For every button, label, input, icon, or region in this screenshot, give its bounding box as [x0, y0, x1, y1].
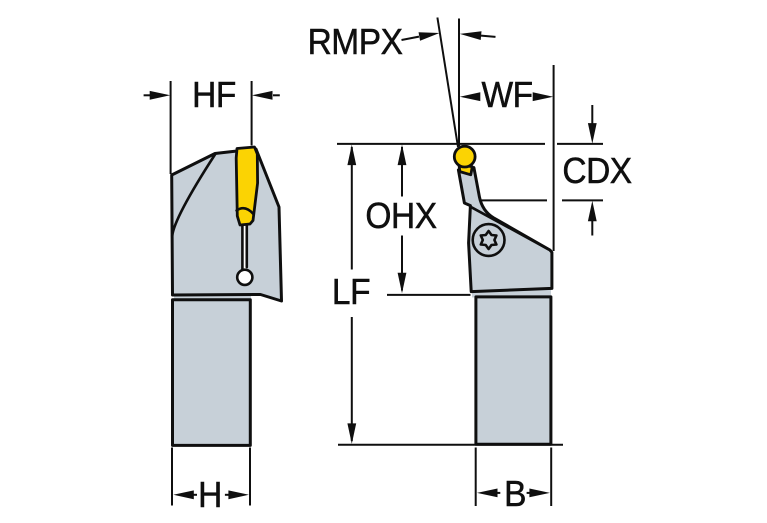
ohx-arrow-up	[397, 144, 407, 166]
side-view-insert	[452, 144, 477, 169]
hf-arrow-right	[252, 90, 273, 100]
cdx-arrow-down	[587, 123, 597, 144]
h-arrow-left	[173, 490, 194, 500]
dim-b	[474, 447, 553, 506]
dimension-label-wf: WF	[481, 73, 533, 115]
dimension-label-b: B	[503, 473, 526, 514]
lf-arrow-up	[347, 144, 357, 166]
b-arrow-left	[477, 488, 498, 498]
wf-arrow-right	[532, 92, 554, 102]
front-view-step-face	[174, 293, 251, 301]
dimension-label-cdx: CDX	[561, 149, 632, 191]
b-arrow-right	[529, 488, 550, 498]
side-view	[452, 144, 554, 446]
lf-arrow-down	[347, 423, 357, 444]
cdx-arrow-up	[587, 200, 597, 222]
front-view-clamp-finger-line	[235, 206, 255, 216]
dim-ohx	[397, 144, 407, 294]
dim-wf	[459, 65, 555, 251]
rmpx-arrow-tail-left	[401, 35, 420, 41]
rmpx-ramp-line	[436, 17, 459, 148]
hf-arrow-left	[149, 90, 171, 100]
front-view-corner-arc	[170, 153, 217, 238]
ohx-arrow-down	[397, 272, 407, 294]
side-view-step-face	[472, 287, 551, 298]
dim-rmpx	[401, 17, 496, 148]
clamp-screw	[471, 222, 506, 258]
h-arrow-right	[228, 490, 249, 500]
front-view-clamp-hole	[235, 268, 254, 287]
torx-socket-icon	[479, 229, 498, 251]
front-view-shank	[171, 298, 252, 447]
front-view	[170, 145, 283, 447]
front-view-holder-head	[170, 147, 283, 303]
dimension-label-lf: LF	[331, 271, 370, 312]
dimension-label-hf: HF	[192, 74, 237, 115]
dimension-label-h: H	[198, 473, 223, 515]
dimension-label-rmpx: RMPX	[307, 20, 403, 62]
dim-hf	[143, 81, 280, 174]
rmpx-arrow-left	[418, 32, 440, 41]
side-view-gusset-line	[469, 205, 550, 251]
rmpx-arrow-tail-right	[480, 34, 496, 38]
side-view-holder-head	[456, 166, 554, 294]
dim-cdx	[587, 105, 597, 236]
front-view-insert	[234, 145, 259, 227]
dimension-label-ohx: OHX	[364, 195, 437, 236]
rmpx-arrow-right	[459, 31, 482, 40]
dim-lf	[347, 144, 357, 444]
front-view-clamp-slot	[242, 224, 247, 269]
wf-arrow-left	[459, 92, 481, 102]
side-view-shank	[474, 295, 553, 446]
dim-h	[171, 447, 251, 506]
